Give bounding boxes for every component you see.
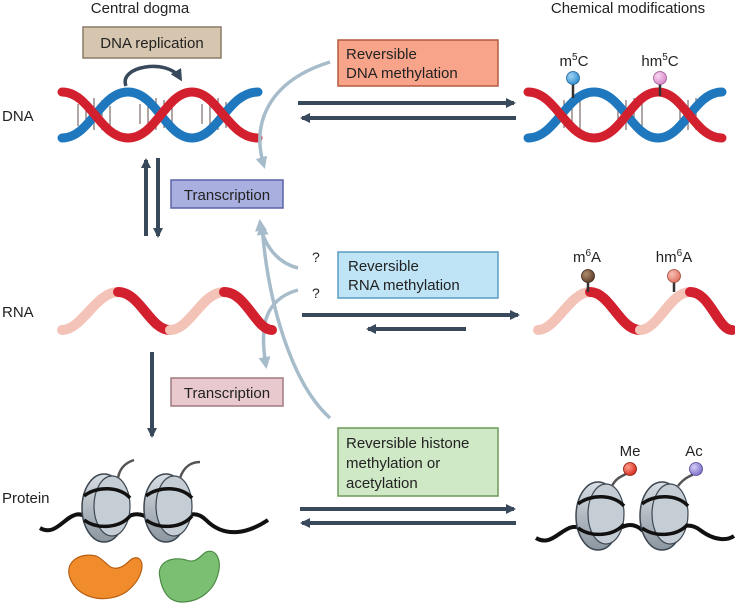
transcription-top-label: Transcription [184,187,270,204]
transcription-box-top: Transcription [170,179,284,209]
rna-strand-left [57,287,277,335]
label-ac: Ac [685,443,703,460]
hm6a-mark [667,269,681,283]
dna-replication-label: DNA replication [100,35,203,52]
header-central-dogma: Central dogma [91,0,190,17]
ac-mark [689,462,703,476]
dna-methylation-line1: Reversible [346,46,417,63]
dna-replication-box: DNA replication [82,26,222,59]
replication-cycle-arrow [123,64,183,87]
m6a-mark [581,269,595,283]
question-mark-1: ? [312,249,320,265]
dna-helix-left [57,87,263,143]
nucleosomes-left [38,458,270,543]
rna-methylation-box: Reversible RNA methylation [337,251,499,299]
me-mark [623,462,637,476]
label-protein: Protein [2,490,50,507]
enzyme-green-shape [158,550,220,603]
reg-arrow-rna-meth-to-translation [258,288,299,369]
enzyme-orange-shape [68,554,143,600]
label-me: Me [620,443,641,460]
nucleosomes-right [534,462,735,551]
label-dna: DNA [2,108,34,125]
dna-methylation-line2: DNA methylation [346,65,458,82]
histone-line1: Reversible histone [346,435,469,452]
rna-strand-right [533,269,735,335]
histone-box: Reversible histone methylation or acetyl… [337,427,499,497]
rna-methylation-line2: RNA methylation [348,277,460,294]
label-rna: RNA [2,304,34,321]
header-chemical-modifications: Chemical modifications [551,0,705,17]
histone-line2: methylation or [346,455,440,472]
transcription-bottom-label: Transcription [184,385,270,402]
hm5c-mark [653,71,667,85]
reg-arrow-histone [256,223,332,420]
rna-methylation-line1: Reversible [348,258,419,275]
m5c-mark [566,71,580,85]
label-hm5c: hm5C [641,52,678,70]
nucleosome-2 [143,460,201,543]
label-m5c: m5C [560,52,589,70]
question-mark-2: ? [312,285,320,301]
transcription-box-bottom: Transcription [170,377,284,407]
label-m6a: m6A [573,248,601,266]
nucleosome-1 [81,458,135,543]
dna-helix-right [523,71,727,143]
reg-arrow-dna-meth [255,60,331,169]
label-hm6a: hm6A [656,248,692,266]
histone-line3: acetylation [346,475,418,492]
dna-methylation-box: Reversible DNA methylation [337,39,499,87]
